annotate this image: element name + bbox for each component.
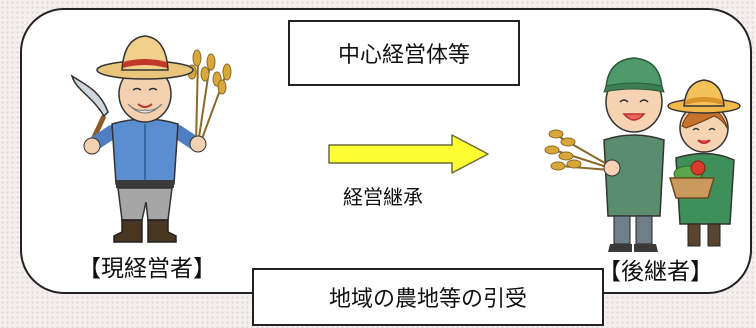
bottom-label-box: 地域の農地等の引受 (252, 268, 604, 326)
young-farmer-couple-icon (544, 57, 741, 252)
elderly-farmer-icon (70, 35, 232, 243)
title-box: 中心経営体等 (288, 20, 520, 86)
current-manager-label: 【現経営者】 (78, 254, 216, 284)
arrow-caption: 経営継承 (343, 185, 423, 209)
right-arrow-icon (328, 134, 489, 174)
successor-label: 【後継者】 (598, 257, 713, 287)
